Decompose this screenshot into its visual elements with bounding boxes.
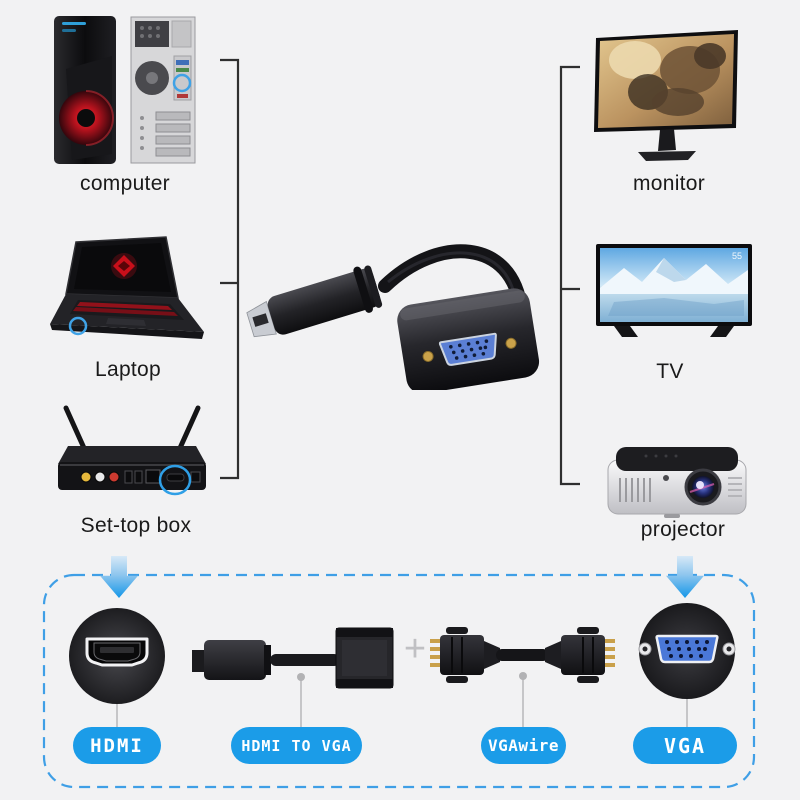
vga-tag-label: VGA <box>663 733 707 758</box>
tv-illustration: 55 <box>594 242 754 342</box>
laptop-illustration <box>48 236 220 352</box>
hdmi-to-vga-tag: HDMI TO VGA <box>231 727 362 764</box>
hdmi-to-vga-adapter-drawing <box>192 627 394 689</box>
hdmi-to-vga-tag-label: HDMI TO VGA <box>241 736 352 755</box>
computer-label: computer <box>80 172 170 195</box>
left-bracket <box>220 58 240 480</box>
hdmi-tag-label: HDMI <box>90 734 144 757</box>
vga-wire-tag-label: VGAwire <box>488 736 559 755</box>
set-top-box-label: Set-top box <box>80 514 192 537</box>
laptop-label: Laptop <box>94 358 162 381</box>
plus-sign: + <box>403 628 427 670</box>
vga-tag: VGA <box>633 727 737 764</box>
computer-illustration <box>52 12 198 168</box>
vga-wire-tag: VGAwire <box>481 727 566 764</box>
monitor-drawing <box>594 30 738 161</box>
hdmi-port-drawing <box>69 608 165 704</box>
projector-label: projector <box>640 518 726 541</box>
vga-port-drawing <box>638 603 736 699</box>
monitor-illustration <box>590 28 742 170</box>
adapter-hero-drawing <box>246 244 540 390</box>
computer-front-tower <box>54 16 116 164</box>
laptop-drawing <box>50 236 204 339</box>
projector-illustration <box>606 444 748 520</box>
right-bracket <box>559 65 580 486</box>
hdmi-to-vga-adapter-illustration <box>190 622 395 694</box>
monitor-label: monitor <box>632 172 706 195</box>
vga-wire-drawing <box>430 627 615 683</box>
vga-female-body <box>397 288 540 390</box>
hdmi-port-illustration <box>68 607 166 705</box>
tv-label: TV <box>656 360 684 383</box>
kit-dashed-border <box>42 573 756 789</box>
adapter-hero-illustration <box>243 190 553 390</box>
hdmi-plug <box>246 265 383 338</box>
computer-rear-tower <box>130 16 196 164</box>
tv-size-badge: 55 <box>732 251 742 261</box>
tv-drawing: 55 <box>596 244 752 337</box>
hdmi-tag: HDMI <box>73 727 161 764</box>
vga-wire-illustration <box>430 627 615 683</box>
set-top-box-illustration <box>48 402 216 508</box>
vga-port-illustration <box>638 602 736 700</box>
projector-drawing <box>607 447 747 518</box>
set-top-box-drawing <box>58 405 206 496</box>
